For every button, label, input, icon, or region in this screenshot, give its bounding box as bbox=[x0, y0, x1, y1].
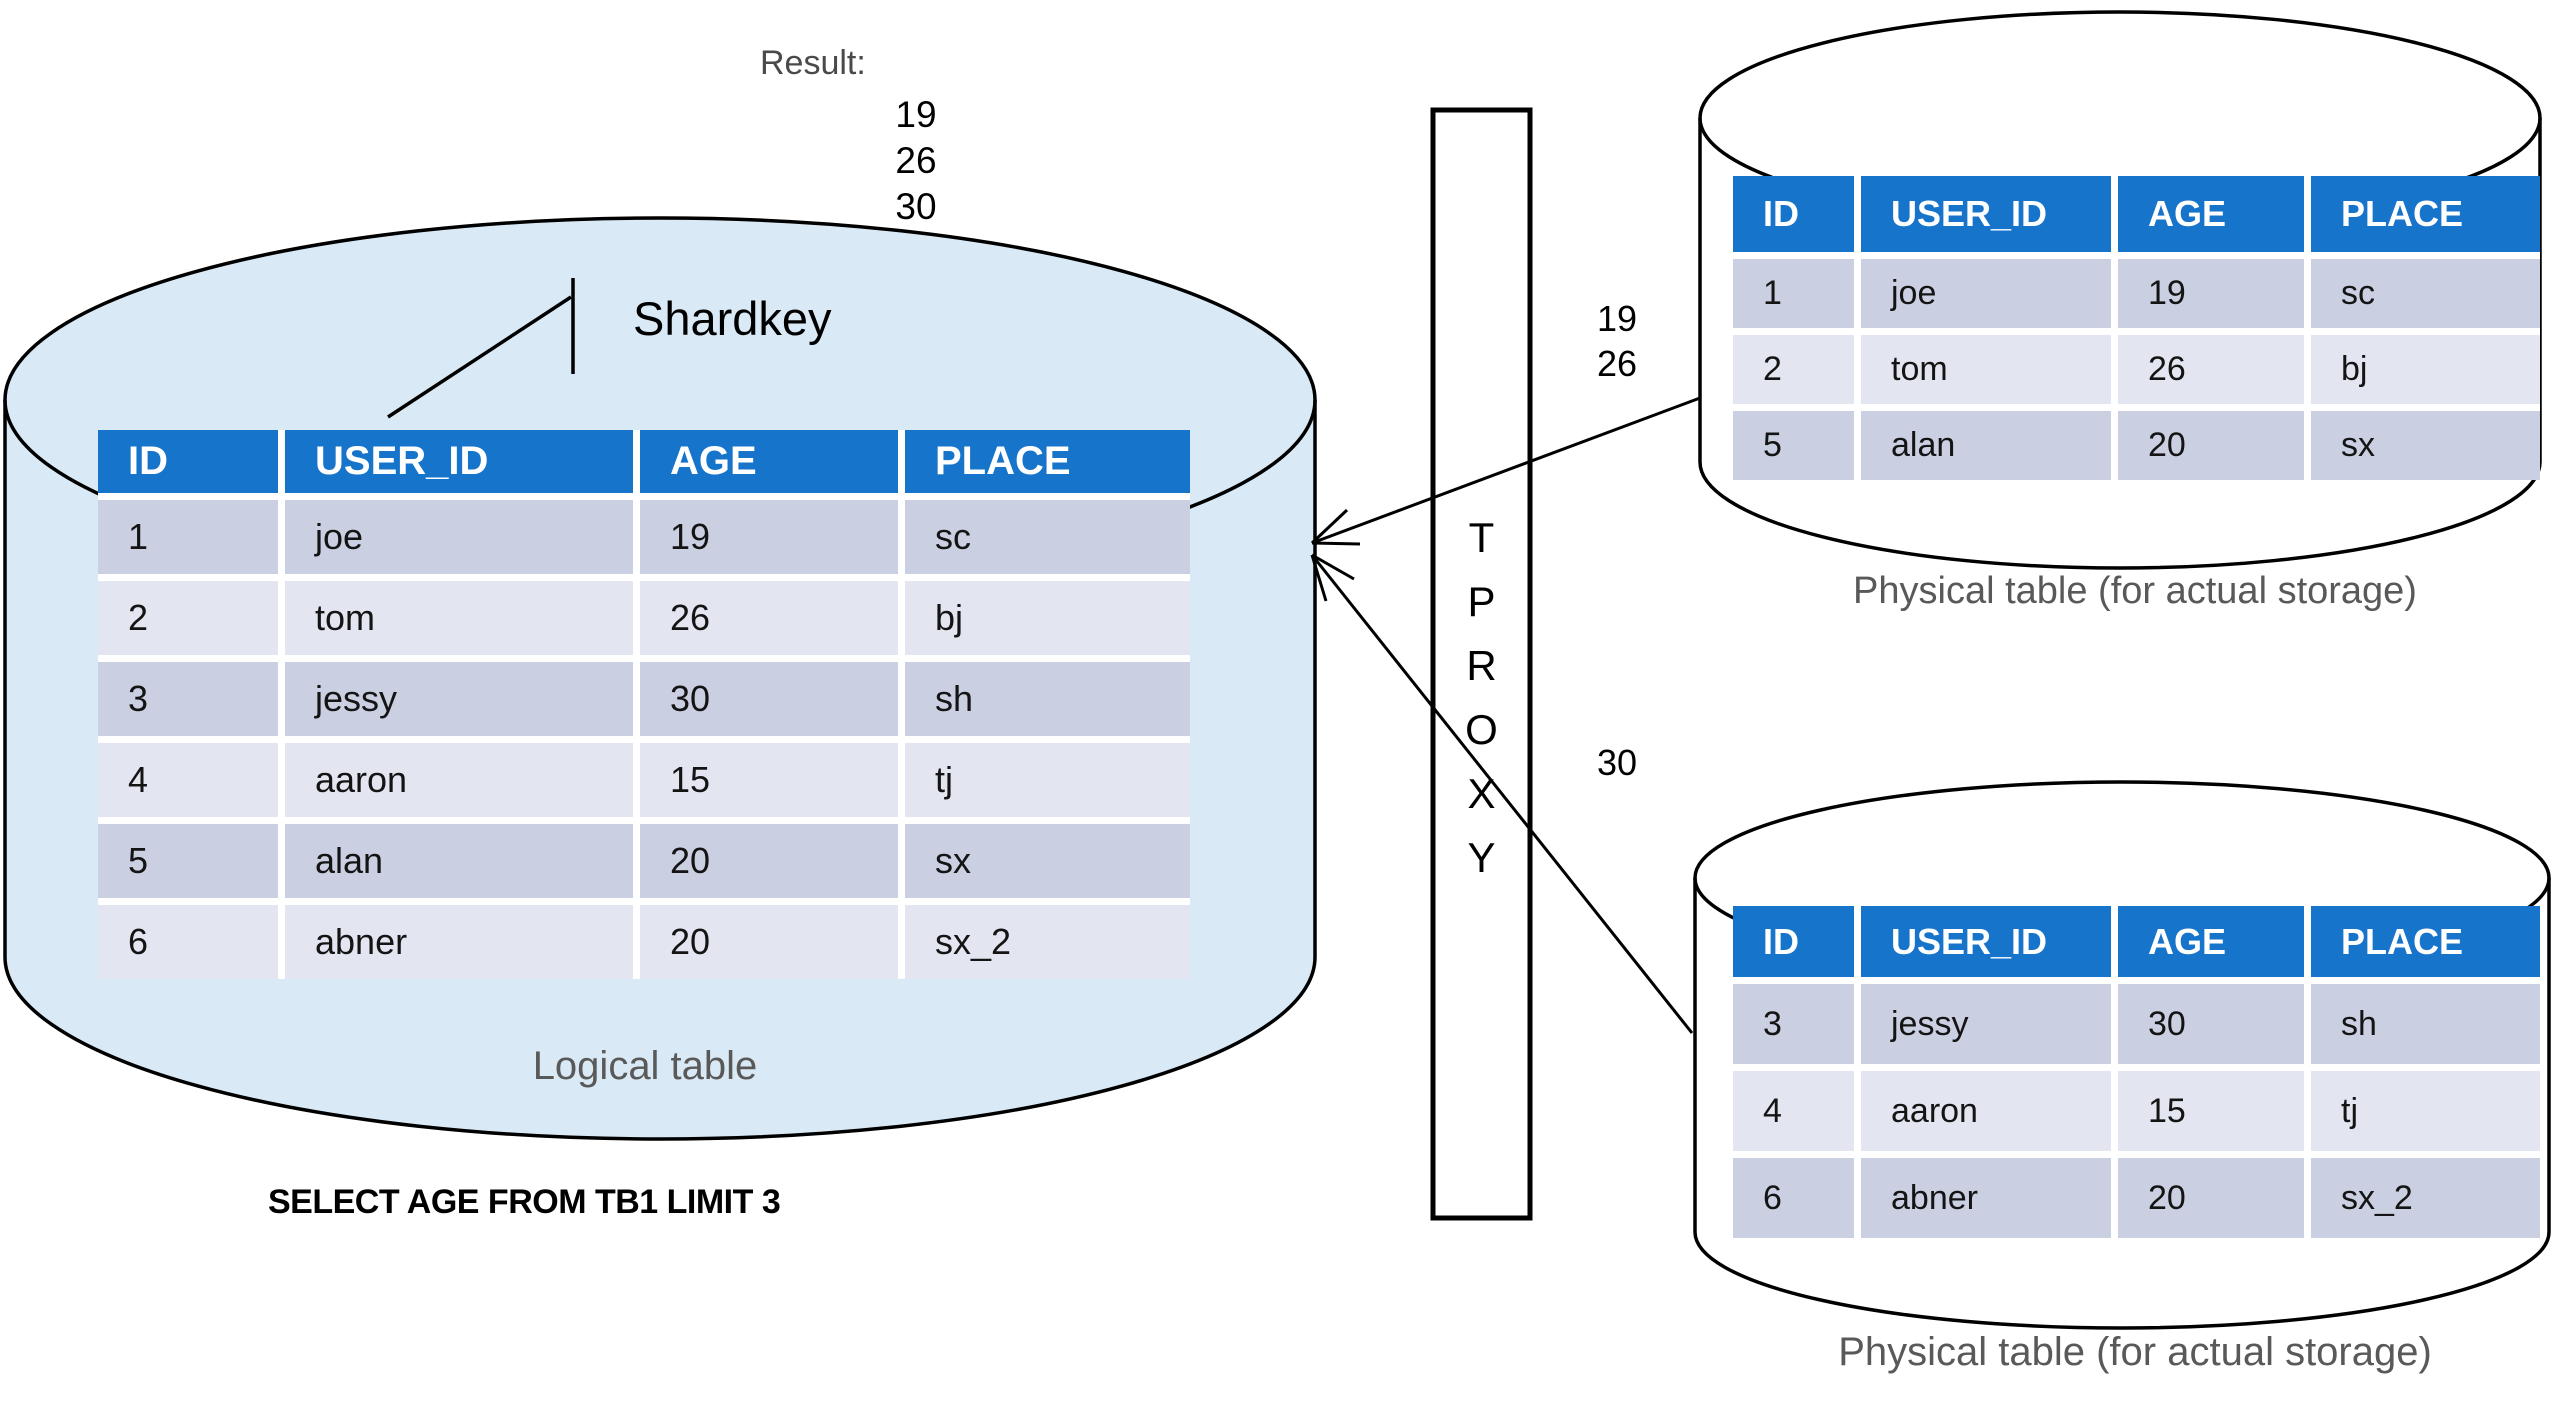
table-cell: joe bbox=[285, 500, 633, 574]
table-cell: abner bbox=[1861, 1158, 2111, 1238]
route-values-shard1: 19 26 bbox=[1596, 298, 1638, 384]
physical-top-header-id: ID bbox=[1733, 176, 1854, 252]
logical-table-header-id: ID bbox=[98, 430, 278, 493]
physical-bottom-header-age: AGE bbox=[2118, 906, 2304, 977]
table-cell: sx bbox=[905, 824, 1190, 898]
route-line-shard2 bbox=[1310, 553, 1694, 1034]
table-cell: 26 bbox=[2118, 335, 2304, 404]
table-cell: 3 bbox=[1733, 984, 1854, 1064]
shardkey-label: Shardkey bbox=[633, 292, 832, 345]
tproxy-label: T P R O X Y bbox=[1465, 514, 1498, 881]
physical-top-header-place: PLACE bbox=[2311, 176, 2540, 252]
table-cell: aaron bbox=[1861, 1071, 2111, 1151]
result-value: 26 bbox=[895, 140, 937, 181]
table-cell: 4 bbox=[98, 743, 278, 817]
result-value: 30 bbox=[895, 186, 937, 227]
table-cell: tj bbox=[905, 743, 1190, 817]
table-cell: sx_2 bbox=[2311, 1158, 2540, 1238]
table-cell: 30 bbox=[640, 662, 898, 736]
logical-table-header-age: AGE bbox=[640, 430, 898, 493]
table-cell: 30 bbox=[2118, 984, 2304, 1064]
table-cell: 6 bbox=[98, 905, 278, 979]
table-cell: 5 bbox=[1733, 411, 1854, 480]
physical-table-top-caption: Physical table (for actual storage) bbox=[1853, 570, 2417, 612]
table-cell: 20 bbox=[640, 824, 898, 898]
table-cell: tom bbox=[285, 581, 633, 655]
table-cell: sx_2 bbox=[905, 905, 1190, 979]
table-cell: abner bbox=[285, 905, 633, 979]
physical-bottom-header-id: ID bbox=[1733, 906, 1854, 977]
logical-table-header-user-id: USER_ID bbox=[285, 430, 633, 493]
table-cell: tj bbox=[2311, 1071, 2540, 1151]
physical-top-header-age: AGE bbox=[2118, 176, 2304, 252]
table-cell: 26 bbox=[640, 581, 898, 655]
result-value: 19 bbox=[895, 94, 937, 135]
logical-table: ID USER_ID AGE PLACE 1 joe 19 sc 2 tom 2… bbox=[98, 430, 1190, 979]
table-cell: 19 bbox=[640, 500, 898, 574]
table-cell: jessy bbox=[285, 662, 633, 736]
table-cell: sc bbox=[905, 500, 1190, 574]
table-cell: 4 bbox=[1733, 1071, 1854, 1151]
table-cell: joe bbox=[1861, 259, 2111, 328]
table-cell: tom bbox=[1861, 335, 2111, 404]
table-cell: jessy bbox=[1861, 984, 2111, 1064]
result-values: 19 26 30 bbox=[868, 92, 964, 230]
table-cell: bj bbox=[905, 581, 1190, 655]
sql-query-label: SELECT AGE FROM TB1 LIMIT 3 bbox=[268, 1183, 781, 1221]
table-cell: 2 bbox=[1733, 335, 1854, 404]
table-cell: alan bbox=[1861, 411, 2111, 480]
route-value-shard2: 30 bbox=[1596, 742, 1638, 783]
physical-table-top: ID USER_ID AGE PLACE 1 joe 19 sc 2 tom 2… bbox=[1733, 176, 2540, 480]
shardkey-pointer-line bbox=[387, 278, 575, 419]
table-cell: 15 bbox=[640, 743, 898, 817]
physical-table-bottom: ID USER_ID AGE PLACE 3 jessy 30 sh 4 aar… bbox=[1733, 906, 2540, 1238]
table-cell: 6 bbox=[1733, 1158, 1854, 1238]
table-cell: 3 bbox=[98, 662, 278, 736]
table-cell: 1 bbox=[98, 500, 278, 574]
tproxy-box bbox=[1430, 107, 1533, 1221]
physical-bottom-header-place: PLACE bbox=[2311, 906, 2540, 977]
table-cell: aaron bbox=[285, 743, 633, 817]
table-cell: 20 bbox=[2118, 1158, 2304, 1238]
route-line-shard1 bbox=[1310, 396, 1701, 546]
table-cell: bj bbox=[2311, 335, 2540, 404]
physical-top-header-user-id: USER_ID bbox=[1861, 176, 2111, 252]
physical-bottom-header-user-id: USER_ID bbox=[1861, 906, 2111, 977]
table-cell: 1 bbox=[1733, 259, 1854, 328]
logical-table-caption: Logical table bbox=[532, 1044, 758, 1088]
table-cell: sx bbox=[2311, 411, 2540, 480]
table-cell: 5 bbox=[98, 824, 278, 898]
table-cell: 19 bbox=[2118, 259, 2304, 328]
result-title: Result: bbox=[760, 44, 866, 82]
table-cell: 20 bbox=[640, 905, 898, 979]
table-cell: alan bbox=[285, 824, 633, 898]
table-cell: sc bbox=[2311, 259, 2540, 328]
table-cell: 15 bbox=[2118, 1071, 2304, 1151]
table-cell: 2 bbox=[98, 581, 278, 655]
table-cell: sh bbox=[2311, 984, 2540, 1064]
table-cell: sh bbox=[905, 662, 1190, 736]
physical-table-bottom-caption: Physical table (for actual storage) bbox=[1838, 1330, 2432, 1374]
logical-table-header-place: PLACE bbox=[905, 430, 1190, 493]
table-cell: 20 bbox=[2118, 411, 2304, 480]
